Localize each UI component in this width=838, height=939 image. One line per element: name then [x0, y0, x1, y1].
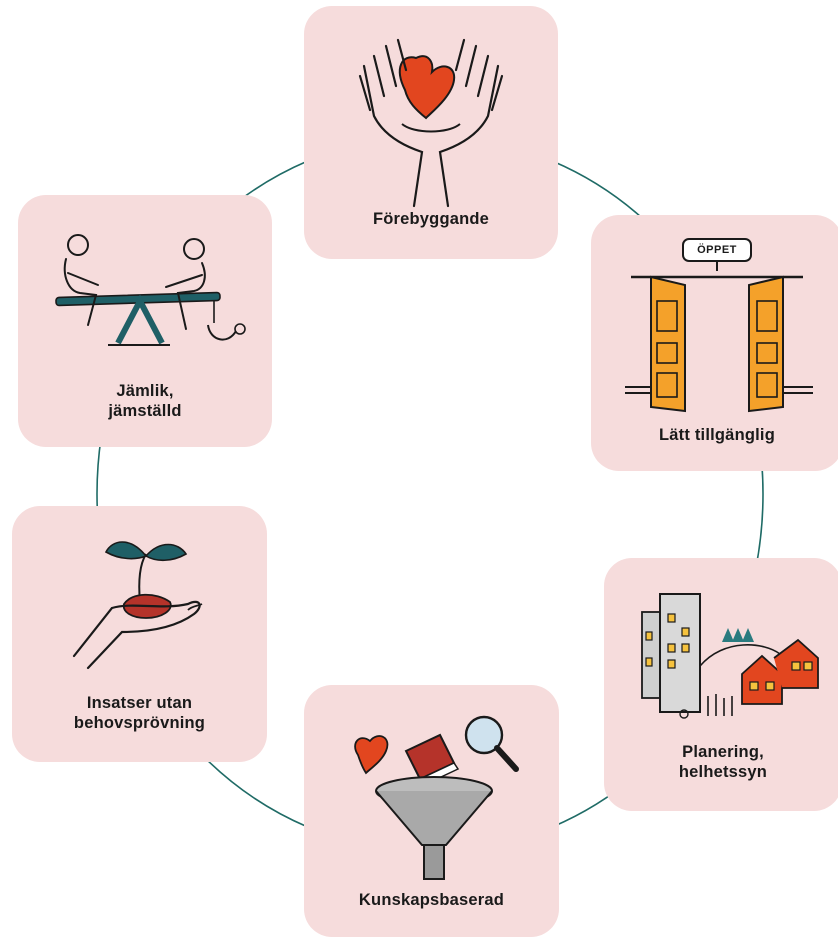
label-kunskapsbaserad: Kunskapsbaserad — [304, 890, 559, 910]
card-latt-tillganglig: ÖPPET Lätt tillgänglig — [591, 215, 838, 471]
sprout-in-hand-icon — [72, 541, 203, 670]
card-jamlik: Jämlik, jämställd — [18, 195, 272, 447]
label-line: Planering, — [682, 743, 764, 761]
label-forebyggande: Förebyggande — [304, 209, 558, 229]
label-line: jämställd — [108, 402, 182, 420]
label-line: Lätt tillgänglig — [659, 426, 775, 444]
label-planering: Planering, helhetssyn — [604, 742, 838, 782]
card-insatser: Insatser utan behovsprövning — [12, 506, 267, 762]
label-jamlik: Jämlik, jämställd — [18, 381, 272, 421]
label-line: Kunskapsbaserad — [358, 891, 505, 909]
label-line: behovsprövning — [73, 714, 206, 732]
label-line: Insatser utan — [86, 694, 193, 712]
sign-text: ÖPPET — [697, 244, 737, 256]
seesaw-icon — [55, 234, 246, 346]
heart-in-hands-icon — [358, 38, 504, 208]
town-planning-icon — [641, 593, 819, 719]
card-planering: Planering, helhetssyn — [604, 558, 838, 811]
label-line: Jämlik, — [116, 382, 174, 400]
label-line: helhetssyn — [678, 763, 768, 781]
label-latt-tillganglig: Lätt tillgänglig — [591, 425, 838, 445]
label-line: Förebyggande — [372, 210, 490, 228]
card-kunskapsbaserad: Kunskapsbaserad — [304, 685, 559, 937]
open-doors-icon — [625, 238, 813, 413]
label-insatser: Insatser utan behovsprövning — [12, 693, 267, 733]
card-forebyggande: Förebyggande — [304, 6, 558, 259]
knowledge-funnel-icon — [354, 715, 519, 880]
